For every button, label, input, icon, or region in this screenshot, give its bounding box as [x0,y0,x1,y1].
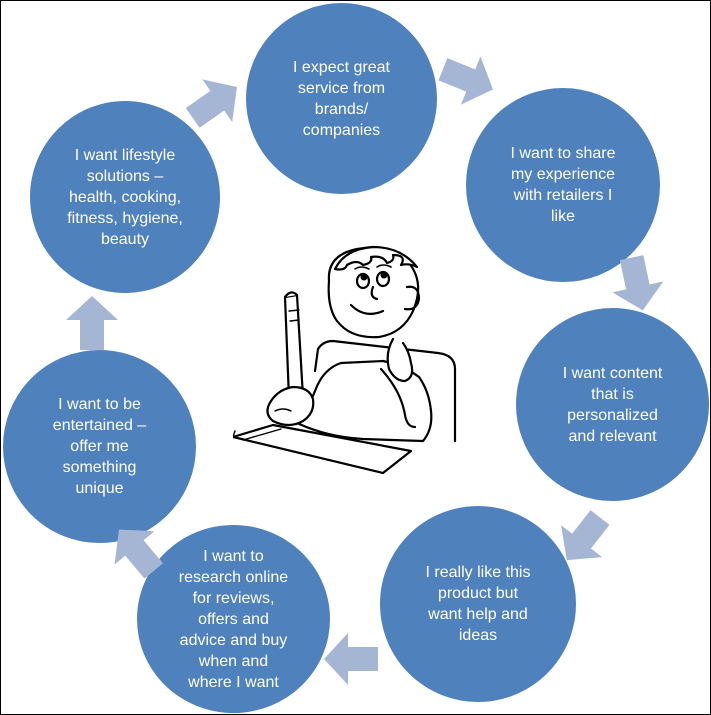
node-research-online: I want to research online for reviews, o… [135,523,332,714]
node-lifestyle-solutions-text: I want lifestyle solutions – health, coo… [67,146,183,248]
node-share-experience-text: I want to share my experience with retai… [510,145,616,225]
node-lifestyle-solutions: I want lifestyle solutions – health, coo… [28,99,222,295]
node-great-service: I expect great service from brands/ comp… [244,1,439,196]
node-share-experience: I want to share my experience with retai… [464,86,662,284]
node-research-online-text: I want to research online for reviews, o… [178,547,289,691]
arrow-up-right-icon [172,61,256,145]
arrow-up-left-icon [95,509,180,594]
arrow-down-left-icon [542,496,626,580]
node-help-and-ideas: I really like this product but want help… [378,504,578,704]
arrow-up-icon [62,294,122,354]
node-help-and-ideas-text: I really like this product but want help… [425,564,531,644]
arrow-left-icon [322,629,382,689]
arrow-down-icon [601,247,672,318]
thinking-person-icon [231,241,473,491]
node-entertained: I want to be entertained – offer me some… [1,348,198,545]
node-personalized-content-text: I want content that is personalized and … [562,364,663,445]
node-personalized-content: I want content that is personalized and … [514,306,710,503]
node-entertained-text: I want to be entertained – offer me some… [52,396,147,497]
arrow-right-icon [428,40,506,118]
node-great-service-text: I expect great service from brands/ comp… [293,58,390,139]
